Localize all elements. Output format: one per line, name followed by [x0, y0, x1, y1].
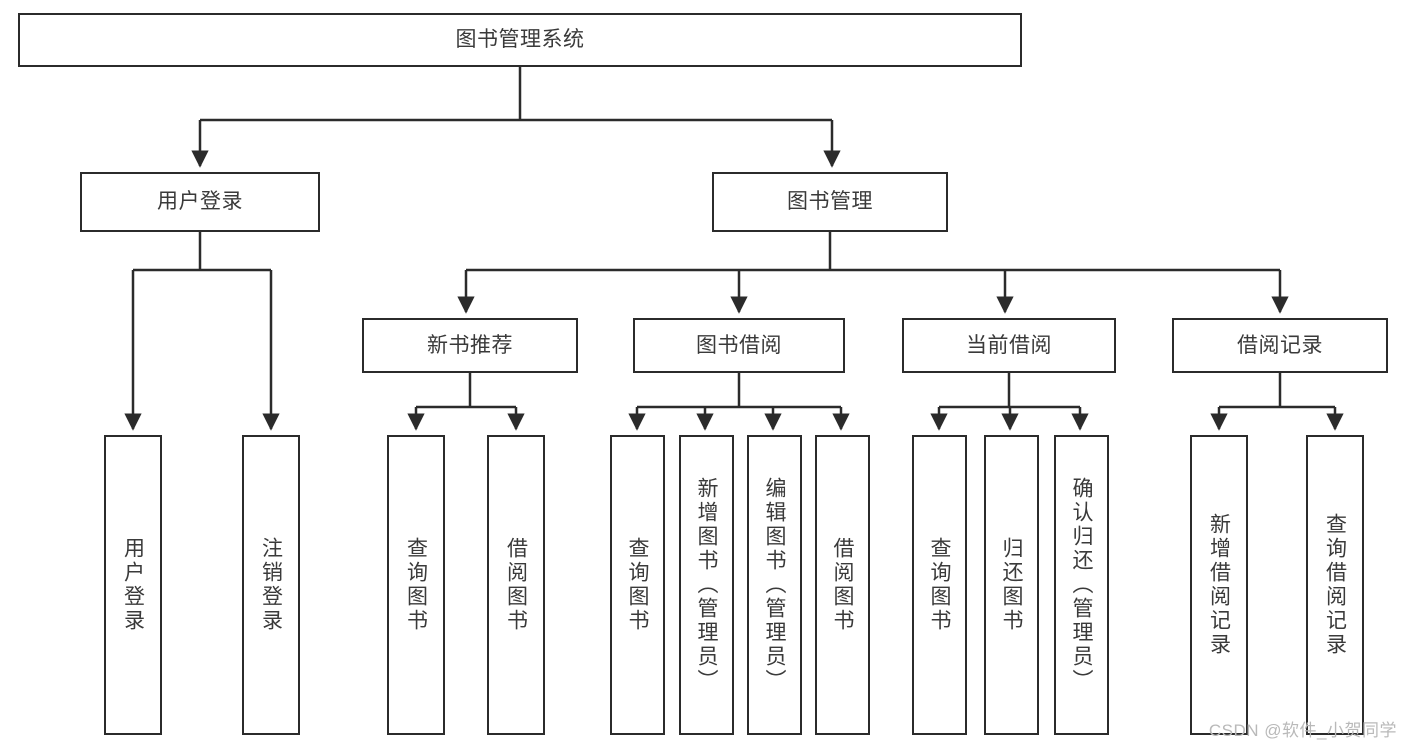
node-root-label: 图书管理系统	[455, 28, 585, 52]
node-leaf-user-login[interactable]: 用户登录	[104, 435, 162, 735]
node-leaf-return-book-label: 归还图书	[1000, 537, 1024, 633]
node-current-borrow-label: 当前借阅	[966, 333, 1052, 357]
node-leaf-user-logout[interactable]: 注销登录	[242, 435, 300, 735]
node-current-borrow[interactable]: 当前借阅	[902, 318, 1116, 373]
node-leaf-query-book-3[interactable]: 查询图书	[912, 435, 967, 735]
node-book-manage[interactable]: 图书管理	[712, 172, 948, 232]
node-leaf-borrow-book-1[interactable]: 借阅图书	[487, 435, 545, 735]
node-root[interactable]: 图书管理系统	[18, 13, 1022, 67]
node-book-borrow[interactable]: 图书借阅	[633, 318, 845, 373]
node-leaf-return-book[interactable]: 归还图书	[984, 435, 1039, 735]
node-leaf-borrow-book-2-label: 借阅图书	[831, 537, 855, 633]
node-leaf-confirm-return-admin[interactable]: 确认归还（管理员）	[1054, 435, 1109, 735]
node-book-manage-label: 图书管理	[787, 190, 873, 214]
node-leaf-user-login-label: 用户登录	[121, 537, 145, 633]
node-leaf-edit-book-admin[interactable]: 编辑图书（管理员）	[747, 435, 802, 735]
node-leaf-query-borrow-record[interactable]: 查询借阅记录	[1306, 435, 1364, 735]
node-user-login-label: 用户登录	[157, 190, 243, 214]
node-user-login[interactable]: 用户登录	[80, 172, 320, 232]
node-leaf-query-book-2[interactable]: 查询图书	[610, 435, 665, 735]
node-leaf-confirm-return-admin-label: 确认归还（管理员）	[1070, 477, 1094, 693]
node-leaf-edit-book-admin-label: 编辑图书（管理员）	[763, 477, 787, 693]
node-leaf-borrow-book-1-label: 借阅图书	[504, 537, 528, 633]
node-leaf-add-book-admin-label: 新增图书（管理员）	[695, 477, 719, 693]
node-leaf-user-logout-label: 注销登录	[259, 537, 283, 633]
node-new-book-recommend[interactable]: 新书推荐	[362, 318, 578, 373]
node-leaf-query-book-2-label: 查询图书	[626, 537, 650, 633]
node-new-book-recommend-label: 新书推荐	[427, 333, 513, 357]
node-leaf-query-book-3-label: 查询图书	[928, 537, 952, 633]
node-leaf-borrow-book-2[interactable]: 借阅图书	[815, 435, 870, 735]
node-leaf-query-book-1[interactable]: 查询图书	[387, 435, 445, 735]
node-leaf-query-borrow-record-label: 查询借阅记录	[1323, 513, 1347, 657]
node-leaf-add-book-admin[interactable]: 新增图书（管理员）	[679, 435, 734, 735]
node-leaf-add-borrow-record-label: 新增借阅记录	[1207, 513, 1231, 657]
node-borrow-record[interactable]: 借阅记录	[1172, 318, 1388, 373]
node-book-borrow-label: 图书借阅	[696, 333, 782, 357]
node-leaf-query-book-1-label: 查询图书	[404, 537, 428, 633]
node-leaf-add-borrow-record[interactable]: 新增借阅记录	[1190, 435, 1248, 735]
csdn-watermark: CSDN @软件_小贺同学	[1208, 721, 1397, 740]
node-borrow-record-label: 借阅记录	[1237, 333, 1323, 357]
